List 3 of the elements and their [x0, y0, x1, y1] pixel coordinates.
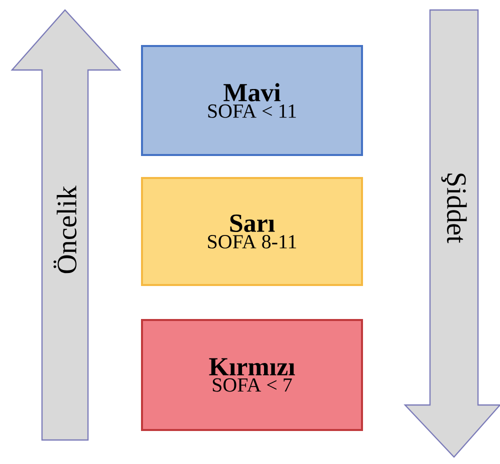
category-box: Mavi SOFA < 11: [141, 45, 363, 156]
category-box: Kırmızı SOFA < 7: [141, 319, 363, 431]
category-box: Sarı SOFA 8-11: [141, 177, 363, 286]
